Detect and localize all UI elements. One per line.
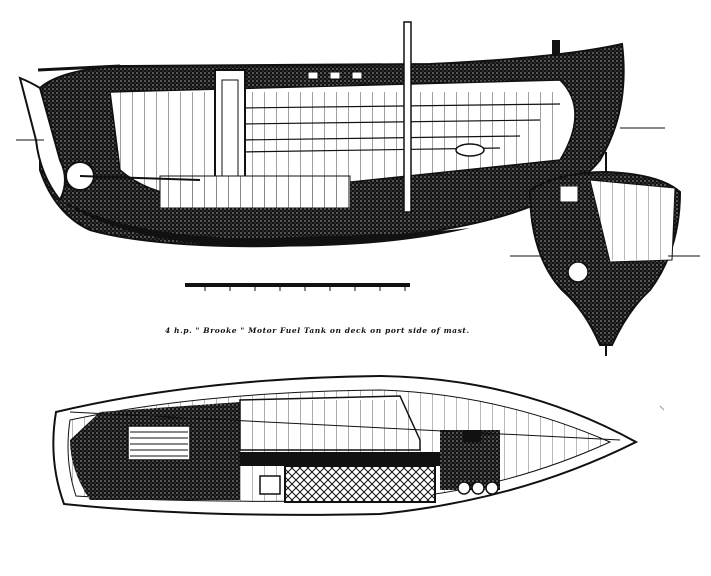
side-elevation <box>16 21 665 248</box>
fuel-tank-caption: 4 h.p. " Brooke " Motor Fuel Tank on dec… <box>165 326 470 335</box>
plan-cockpit <box>127 425 191 461</box>
keel <box>60 200 470 247</box>
scale-bar <box>185 283 410 291</box>
cross-section <box>510 152 700 356</box>
rudder <box>18 76 66 202</box>
mast <box>403 21 412 213</box>
section-propeller <box>567 261 589 283</box>
deck-plan <box>52 374 639 516</box>
